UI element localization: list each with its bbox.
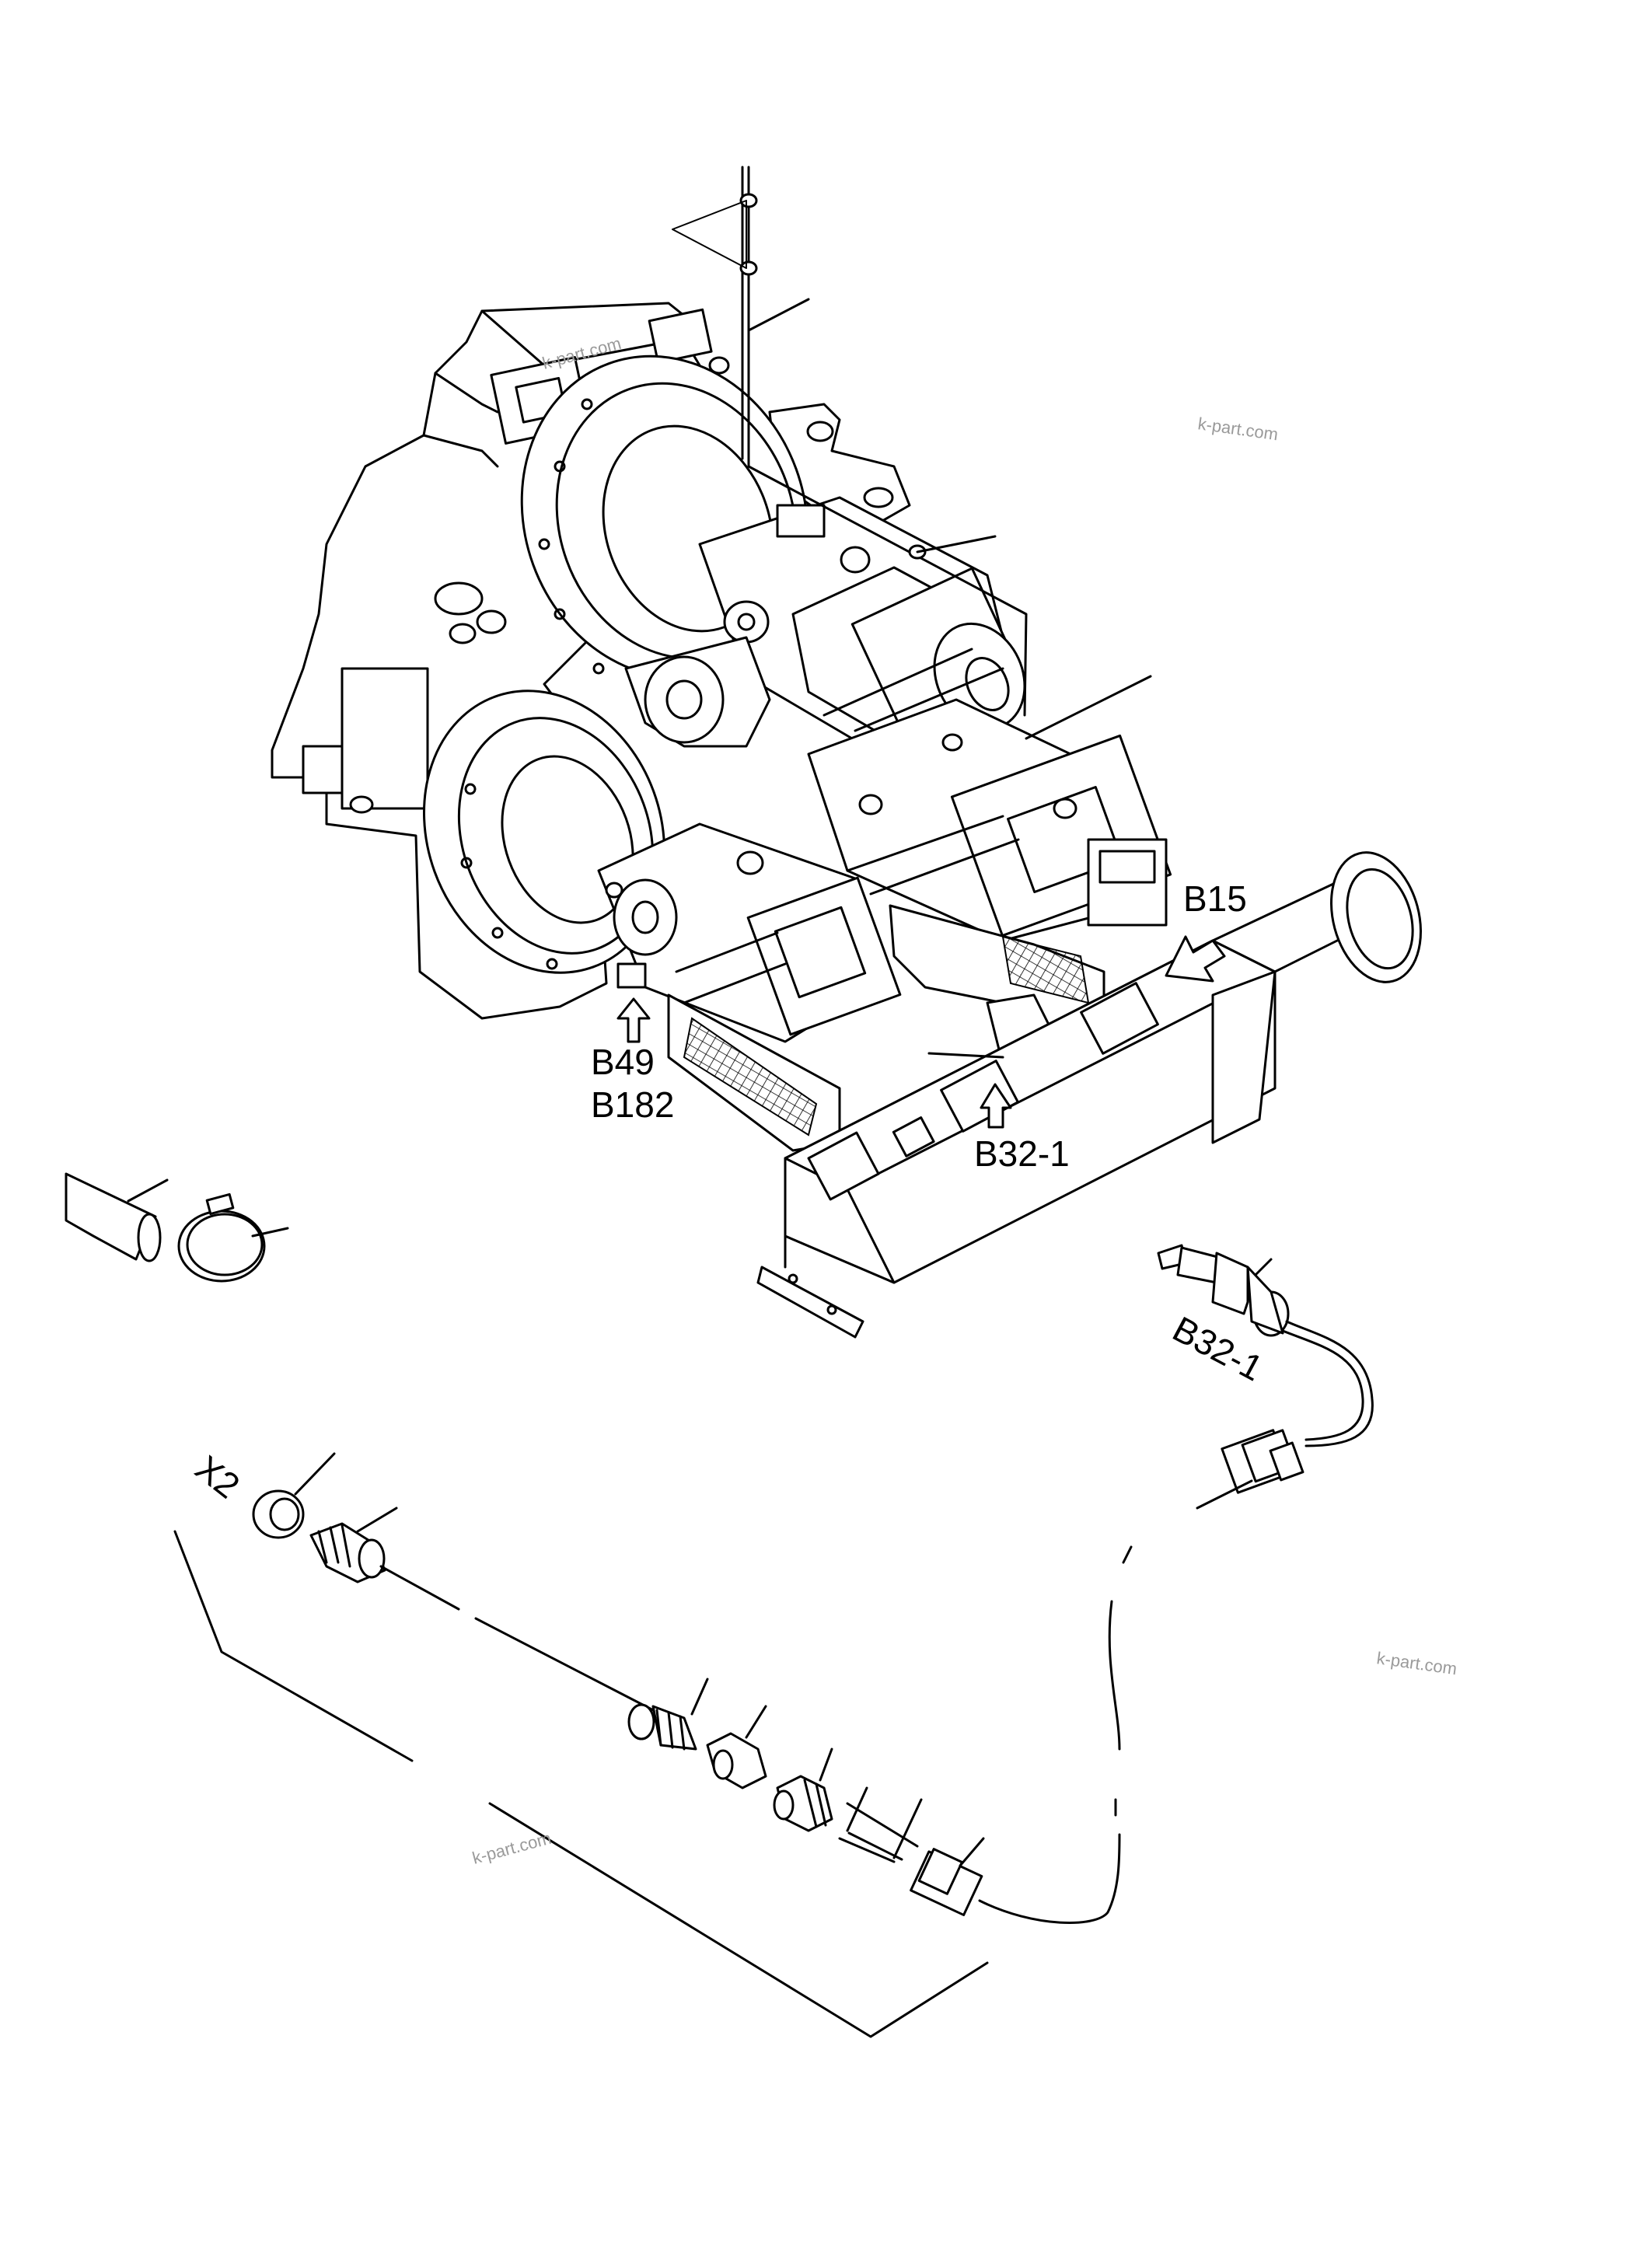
watermark: k-part.com	[1375, 1648, 1458, 1678]
callout-b49: B49	[591, 1042, 655, 1082]
x2-assembly-bracket	[173, 1530, 989, 2038]
hose-clamp	[177, 1192, 289, 1283]
wiring-harness-main	[672, 166, 1028, 717]
x2-spring-insert	[627, 1678, 709, 1751]
x2-hex-nut	[252, 1452, 336, 1539]
x2-connector-plug	[910, 1545, 1133, 1925]
x2-compression-ring	[706, 1705, 767, 1789]
callout-x2: X2	[188, 1447, 247, 1507]
x2-cap-nut	[773, 1747, 833, 1832]
cooler-pipe	[667, 904, 1105, 1152]
arrow-b15	[1165, 935, 1226, 983]
x2-contact-pins	[838, 1786, 923, 1863]
hydraulic-pump-lower	[597, 822, 902, 1043]
arrow-b49	[616, 997, 651, 1043]
watermark: k-part.com	[1196, 414, 1279, 444]
hose-sleeve	[65, 1172, 169, 1262]
callout-b15: B15	[1183, 878, 1247, 919]
callout-b182: B182	[591, 1084, 674, 1125]
lower-drive-flange	[422, 690, 666, 974]
leader-lines	[747, 298, 1152, 1059]
temperature-sensor	[1157, 1244, 1374, 1510]
hydraulic-pump-middle	[624, 636, 1172, 942]
x2-gland-housing	[309, 1507, 398, 1583]
watermark: k-part.com	[470, 1828, 554, 1868]
arrow-b32-1	[980, 1083, 1012, 1129]
hydraulic-pump-upper	[698, 496, 1026, 756]
x2-cable	[379, 1565, 919, 1848]
callout-b32-1-main: B32-1	[974, 1133, 1070, 1174]
